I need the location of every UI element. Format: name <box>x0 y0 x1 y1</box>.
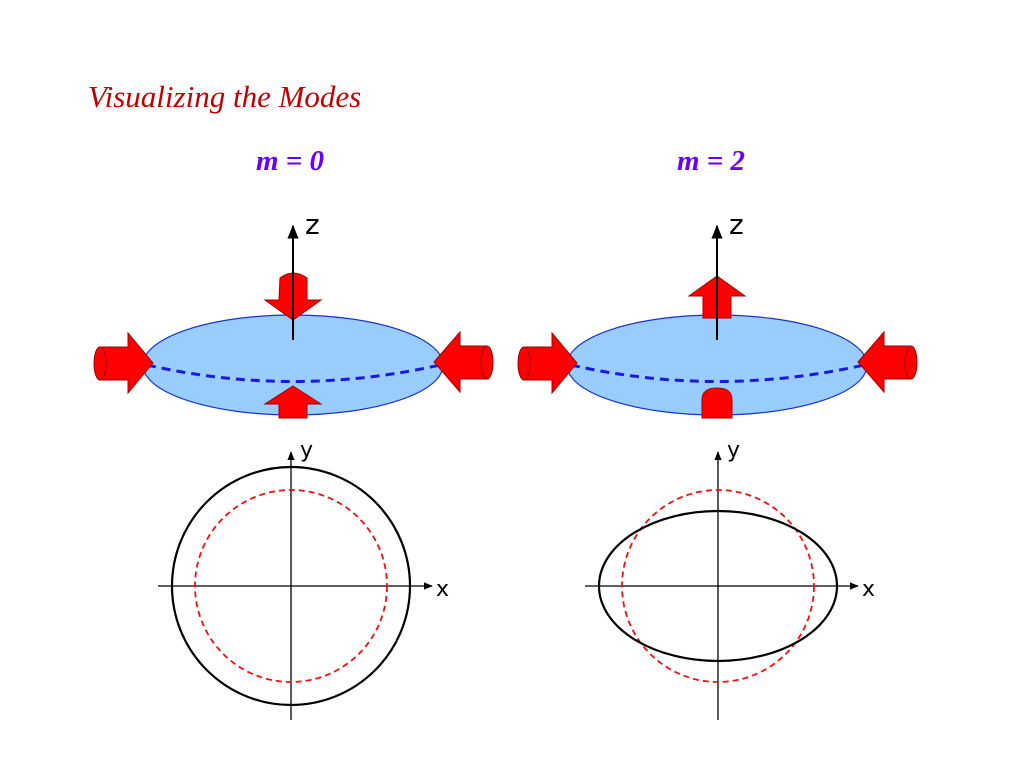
m2-arrow-right-inward <box>857 330 918 394</box>
m0-x-axis-label: x <box>436 577 449 602</box>
m2-disk-view: z <box>517 208 918 419</box>
slide-title: Visualizing the Modes <box>88 79 362 114</box>
m0-orbit-dashed-circle <box>194 489 388 683</box>
m0-orbit-solid-circle <box>170 465 412 707</box>
m0-equator-dashed-line <box>146 363 441 383</box>
m2-z-axis-label: z <box>729 208 744 241</box>
mode-label-m0: m = 0 <box>255 145 325 177</box>
m0-arrow-left-inward <box>93 331 154 395</box>
m0-z-axis-label: z <box>305 208 320 241</box>
m2-xy-view: x y <box>585 438 875 720</box>
m2-x-axis-label: x <box>862 577 875 602</box>
m2-y-axis-label: y <box>727 438 740 463</box>
m0-y-axis-label: y <box>300 438 313 463</box>
m0-arrow-right-inward <box>433 330 494 394</box>
m0-disk-view: z <box>93 208 494 419</box>
m2-orbit-solid-ellipse <box>597 509 839 663</box>
m2-equator-dashed-line <box>570 363 865 383</box>
m0-xy-view: x y <box>158 438 449 720</box>
mode-label-m2: m = 2 <box>676 145 746 177</box>
m2-orbit-dashed-circle <box>621 489 815 683</box>
m2-arrow-bottom-down <box>701 387 733 419</box>
m0-arrow-bottom-up <box>263 385 323 419</box>
m2-arrow-left-inward <box>517 331 578 395</box>
